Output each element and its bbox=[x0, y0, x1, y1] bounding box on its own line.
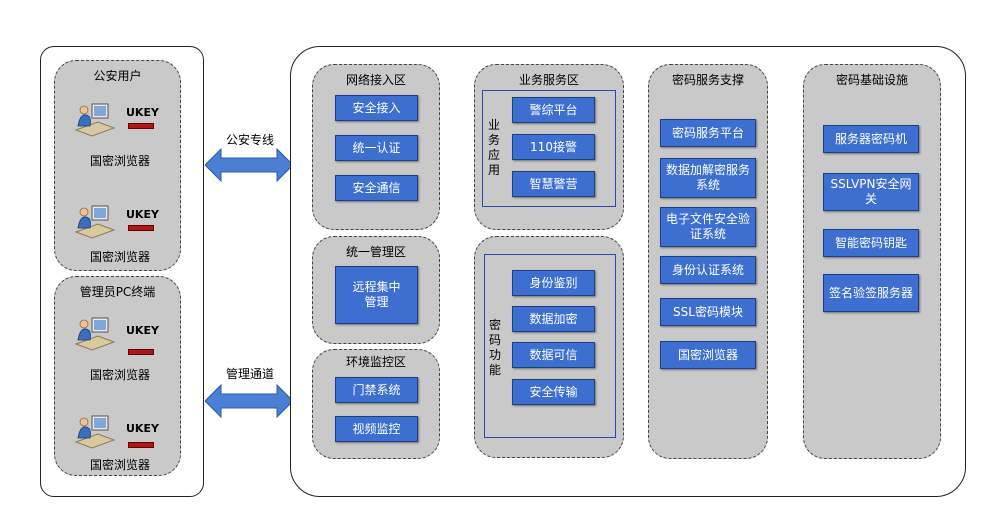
crypto-service-platform-box: 密码服务平台 bbox=[660, 119, 756, 147]
environment-monitoring-title: 环境监控区 bbox=[345, 355, 406, 369]
client-unit: UKEY 国密浏览器 bbox=[72, 100, 172, 170]
police-line-label: 公安专线 bbox=[225, 133, 274, 147]
environment-monitoring-zone: 环境监控区 bbox=[312, 349, 440, 459]
ukey-label: UKEY bbox=[126, 324, 159, 337]
access-control-box: 门禁系统 bbox=[335, 377, 418, 403]
unified-management-title: 统一管理区 bbox=[345, 245, 406, 259]
unified-auth-box: 统一认证 bbox=[335, 135, 418, 161]
police-users-title: 公安用户 bbox=[93, 69, 142, 83]
client-unit: UKEY 国密浏览器 bbox=[72, 202, 172, 268]
admin-terminal-zone: 管理员PC终端 bbox=[54, 276, 181, 476]
data-encryption-box: 数据加密 bbox=[512, 306, 595, 332]
browser-label: 国密浏览器 bbox=[89, 368, 150, 382]
secure-transport-box: 安全传输 bbox=[512, 379, 595, 405]
sign-verify-server-label: 签名验签服务器 bbox=[828, 285, 913, 300]
remote-management-box: 远程集中管理 bbox=[335, 266, 418, 324]
business-apps-frame bbox=[482, 90, 616, 207]
ssl-crypto-module-box: SSL密码模块 bbox=[660, 298, 756, 326]
computer-user-icon bbox=[74, 205, 116, 239]
ukey-device-icon bbox=[128, 349, 154, 355]
secure-comm-box: 安全通信 bbox=[335, 175, 418, 201]
ukey-device-icon bbox=[128, 225, 154, 231]
crypto-functions-frame bbox=[484, 254, 616, 438]
remote-management-label: 远程集中管理 bbox=[352, 280, 401, 309]
data-enc-dec-service-label: 数据加解密服务系统 bbox=[666, 163, 751, 192]
police-platform-box: 警综平台 bbox=[512, 97, 595, 123]
police-users-zone: 公安用户 bbox=[54, 60, 181, 271]
crypto-infrastructure-zone: 密码基础设施 bbox=[803, 64, 941, 459]
ukey-label: UKEY bbox=[126, 422, 159, 435]
management-channel-label: 管理通道 bbox=[225, 367, 274, 381]
server-hsm-box: 服务器密码机 bbox=[823, 125, 919, 153]
sslvpn-gateway-box: SSLVPN安全网关 bbox=[823, 173, 919, 211]
identity-verification-box: 身份鉴别 bbox=[512, 270, 595, 296]
management-channel-double-arrow bbox=[205, 384, 293, 418]
crypto-service-support-title: 密码服务支撑 bbox=[671, 73, 744, 87]
client-unit: UKEY 国密浏览器 bbox=[72, 412, 172, 474]
smart-camp-box: 智慧警营 bbox=[512, 171, 595, 197]
admin-terminal-title: 管理员PC终端 bbox=[79, 285, 156, 299]
e-file-verification-label: 电子文件安全验证系统 bbox=[666, 212, 751, 241]
browser-label: 国密浏览器 bbox=[89, 154, 150, 168]
sslvpn-gateway-label: SSLVPN安全网关 bbox=[830, 177, 912, 206]
browser-label: 国密浏览器 bbox=[89, 250, 150, 264]
computer-user-icon bbox=[74, 415, 116, 449]
computer-user-icon bbox=[74, 317, 116, 351]
smart-key-box: 智能密码钥匙 bbox=[823, 229, 919, 257]
alarm-110-box: 110接警 bbox=[512, 134, 595, 160]
ukey-label: UKEY bbox=[126, 106, 159, 119]
network-access-title: 网络接入区 bbox=[345, 73, 406, 87]
police-line-double-arrow bbox=[205, 148, 293, 182]
secure-access-box: 安全接入 bbox=[335, 95, 418, 121]
data-enc-dec-service-box: 数据加解密服务系统 bbox=[660, 158, 756, 198]
e-file-verification-box: 电子文件安全验证系统 bbox=[660, 207, 756, 247]
crypto-functions-label: 密码功能 bbox=[488, 318, 501, 377]
client-unit: UKEY 国密浏览器 bbox=[72, 314, 172, 384]
ukey-device-icon bbox=[128, 442, 154, 448]
sign-verify-server-box: 签名验签服务器 bbox=[823, 274, 919, 312]
ukey-device-icon bbox=[128, 123, 154, 129]
ukey-label: UKEY bbox=[126, 208, 159, 221]
crypto-infrastructure-title: 密码基础设施 bbox=[835, 73, 908, 87]
identity-auth-system-box: 身份认证系统 bbox=[660, 256, 756, 284]
computer-user-icon bbox=[74, 103, 116, 137]
data-trust-box: 数据可信 bbox=[512, 342, 595, 368]
video-monitoring-box: 视频监控 bbox=[335, 416, 418, 442]
business-service-title: 业务服务区 bbox=[518, 73, 579, 87]
business-apps-label: 业务应用 bbox=[487, 118, 500, 177]
sm-browser-box: 国密浏览器 bbox=[660, 341, 756, 369]
browser-label: 国密浏览器 bbox=[89, 458, 150, 472]
